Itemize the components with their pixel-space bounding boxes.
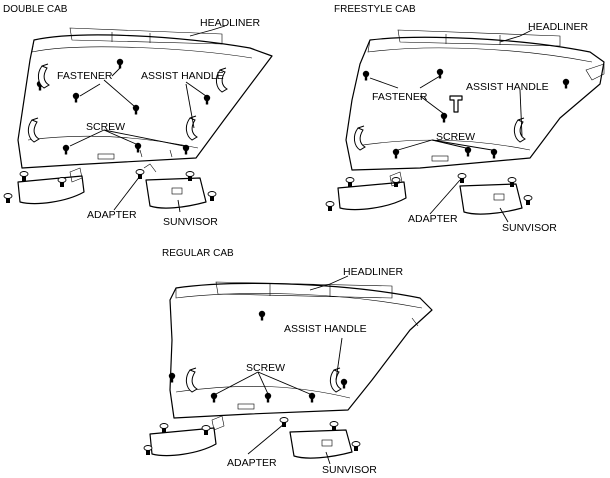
headliner-panel-double [17, 34, 273, 169]
label-assist-handle-double: ASSIST HANDLE [141, 70, 224, 82]
label-sunvisor-regular: SUNVISOR [322, 464, 377, 476]
view-double-cab: DOUBLE CAB [3, 4, 273, 228]
view-freestyle-cab: FREESTYLE CAB [325, 4, 605, 234]
view-regular-cab: REGULAR CAB HEADLINER ASS [143, 248, 433, 476]
sunvisor-left-regular [149, 427, 217, 457]
sunvisor-right-freestyle [459, 183, 523, 215]
headliner-panel-regular [169, 282, 433, 419]
view-title-regular-cab: REGULAR CAB [162, 248, 234, 259]
sunvisor-right-double [145, 177, 207, 209]
label-screw-freestyle: SCREW [436, 131, 475, 143]
label-adapter-freestyle: ADAPTER [408, 213, 458, 225]
label-fastener-freestyle: FASTENER [372, 91, 428, 103]
sunvisor-left-freestyle [337, 181, 407, 211]
view-title-double-cab: DOUBLE CAB [3, 4, 68, 15]
label-adapter-double: ADAPTER [87, 209, 137, 221]
view-title-freestyle-cab: FREESTYLE CAB [334, 4, 416, 15]
label-assist-handle-regular: ASSIST HANDLE [284, 323, 367, 335]
label-sunvisor-freestyle: SUNVISOR [502, 222, 557, 234]
label-screw-double: SCREW [86, 121, 125, 133]
label-screw-regular: SCREW [246, 362, 285, 374]
label-adapter-regular: ADAPTER [227, 457, 277, 469]
label-headliner-freestyle: HEADLINER [528, 21, 589, 33]
label-headliner-double: HEADLINER [200, 17, 261, 29]
sunvisor-left-double [17, 175, 85, 205]
label-headliner-regular: HEADLINER [343, 266, 404, 278]
sunvisor-right-regular [289, 429, 353, 459]
label-assist-handle-freestyle: ASSIST HANDLE [466, 81, 549, 93]
label-fastener-double: FASTENER [57, 70, 113, 82]
label-sunvisor-double: SUNVISOR [163, 216, 218, 228]
